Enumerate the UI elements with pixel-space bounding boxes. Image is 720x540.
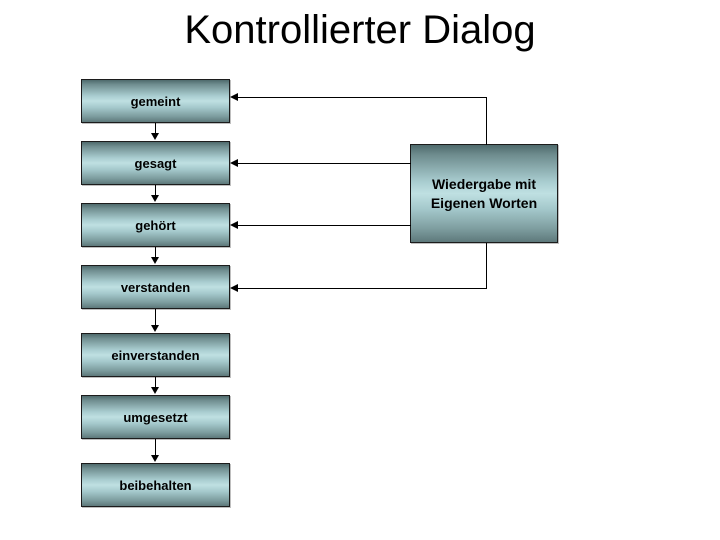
arrowhead-einverstanden-umgesetzt xyxy=(151,387,159,394)
connector-wiedergabe-verstanden-horizontal xyxy=(238,288,487,289)
arrowhead-umgesetzt-beibehalten xyxy=(151,455,159,462)
arrowhead-wiedergabe-gesagt xyxy=(230,159,238,167)
flow-node-einverstanden[interactable]: einverstanden xyxy=(81,333,230,377)
arrowhead-verstanden-einverstanden xyxy=(151,325,159,332)
flow-node-verstanden[interactable]: verstanden xyxy=(81,265,230,309)
arrowhead-gesagt-gehoert xyxy=(151,195,159,202)
arrowhead-gemeint-gesagt xyxy=(151,133,159,140)
connector-wiedergabe-verstanden-vertical xyxy=(486,243,487,289)
connector-wiedergabe-gesagt-horizontal xyxy=(238,163,411,164)
flow-node-umgesetzt[interactable]: umgesetzt xyxy=(81,395,230,439)
arrowhead-wiedergabe-verstanden xyxy=(230,284,238,292)
connector-gehoert-verstanden xyxy=(155,247,156,258)
connector-gemeint-gesagt xyxy=(155,123,156,134)
flow-node-gehoert[interactable]: gehört xyxy=(81,203,230,247)
arrowhead-wiedergabe-gehoert xyxy=(230,221,238,229)
connector-wiedergabe-gemeint-vertical xyxy=(486,97,487,145)
flow-node-gesagt[interactable]: gesagt xyxy=(81,141,230,185)
connector-einverstanden-umgesetzt xyxy=(155,377,156,388)
flow-node-gemeint[interactable]: gemeint xyxy=(81,79,230,123)
connector-wiedergabe-gehoert-horizontal xyxy=(238,225,411,226)
arrowhead-wiedergabe-gemeint xyxy=(230,93,238,101)
connector-umgesetzt-beibehalten xyxy=(155,439,156,456)
connector-verstanden-einverstanden xyxy=(155,309,156,326)
arrowhead-gehoert-verstanden xyxy=(151,257,159,264)
flow-node-wiedergabe-line1: Wiedergabe mit xyxy=(431,175,537,192)
connector-wiedergabe-gemeint-horizontal xyxy=(238,97,487,98)
page-title: Kontrollierter Dialog xyxy=(184,8,536,52)
flow-node-beibehalten[interactable]: beibehalten xyxy=(81,463,230,507)
flow-node-wiedergabe[interactable]: Wiedergabe mit Eigenen Worten xyxy=(410,144,558,243)
connector-gesagt-gehoert xyxy=(155,185,156,196)
flow-node-wiedergabe-line2: Eigenen Worten xyxy=(430,194,538,211)
